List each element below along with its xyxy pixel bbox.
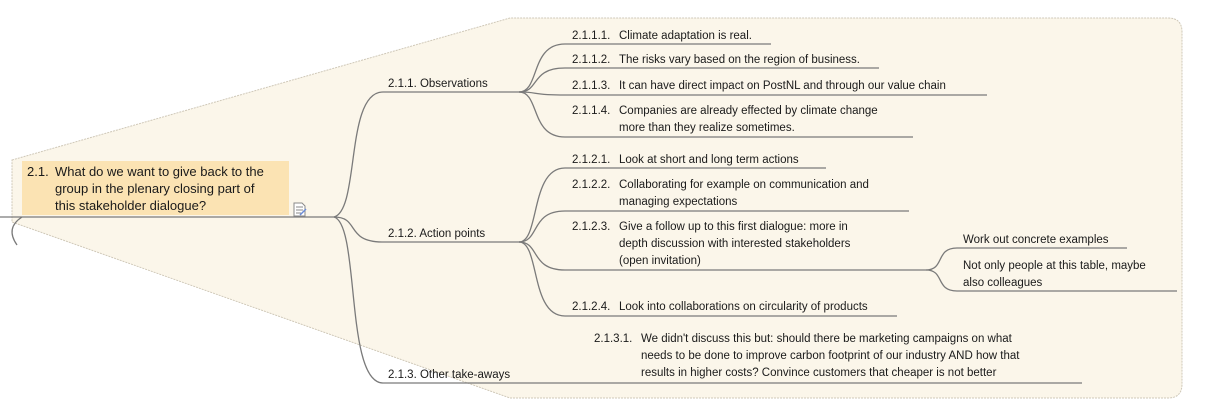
branch-other-take-aways[interactable]: 2.1.3. Other take-aways	[388, 369, 511, 381]
connector-sub-colleagues	[925, 269, 1177, 292]
subleaf-concrete-examples[interactable]: Work out concrete examples	[963, 234, 1109, 246]
root-line-2: group in the plenary closing part of	[55, 181, 255, 196]
leaf-text: It can have direct impact on PostNL and …	[619, 80, 946, 92]
leaf-number: 2.1.2.2.	[572, 179, 611, 191]
leaf-text: Give a follow up to this first dialogue:…	[619, 221, 848, 233]
leaf-number: 2.1.1.4.	[572, 105, 611, 117]
connector-2123	[518, 241, 926, 271]
branch-observations[interactable]: 2.1.1. Observations	[388, 78, 488, 90]
leaf-text: Companies are already effected by climat…	[619, 105, 878, 117]
callout-background	[11, 17, 1183, 399]
connector-root-action-points	[333, 216, 384, 243]
leaf-text: more than they realize sometimes.	[619, 122, 795, 134]
leaf-number: 2.1.2.3.	[572, 221, 611, 233]
root-number: 2.1.	[27, 164, 49, 179]
leaf-text: needs to be done to improve carbon footp…	[641, 350, 1020, 362]
connector-2114	[518, 91, 913, 138]
leaf-text: Look at short and long term actions	[619, 154, 799, 166]
leaf-number: 2.1.3.1.	[594, 333, 633, 345]
branch-action-points[interactable]: 2.1.2. Action points	[388, 228, 486, 240]
connector-sub-examples	[925, 247, 1127, 271]
leaf-text: The risks vary based on the region of bu…	[619, 54, 860, 66]
leaf-number: 2.1.2.1.	[572, 154, 611, 166]
subleaf-text: Not only people at this table, maybe	[963, 260, 1146, 272]
leaf-text: depth discussion with interested stakeho…	[619, 238, 851, 250]
root-topic[interactable]: 2.1. What do we want to give back to the…	[22, 161, 289, 215]
leaf-number: 2.1.1.3.	[572, 80, 611, 92]
connector-2121	[518, 167, 826, 243]
connector-2122	[518, 210, 909, 243]
connector-root-observations	[333, 91, 384, 218]
root-line-3: this stakeholder dialogue?	[55, 198, 207, 213]
connector-2112	[518, 67, 879, 93]
leaf-text: Climate adaptation is real.	[619, 30, 752, 42]
leaf-text: We didn't discuss this but: should there…	[641, 333, 1012, 345]
connector-2111	[518, 43, 771, 93]
note-icon[interactable]	[292, 202, 307, 217]
leaf-text: Look into collaborations on circularity …	[619, 301, 868, 313]
root-line-1: What do we want to give back to the	[55, 164, 264, 179]
leaf-text: Collaborating for example on communicati…	[619, 179, 869, 191]
leaf-number: 2.1.1.2.	[572, 54, 611, 66]
leaf-text: results in higher costs? Convince custom…	[641, 367, 997, 379]
connector-2113	[518, 91, 987, 96]
connector-2124	[518, 241, 897, 317]
leaf-text: (open invitation)	[619, 255, 701, 267]
leaf-number: 2.1.2.4.	[572, 301, 611, 313]
leaf-text: managing expectations	[619, 196, 738, 208]
leaf-number: 2.1.1.1.	[572, 30, 611, 42]
subleaf-text: also colleagues	[963, 277, 1043, 289]
root-incoming-connector	[11, 216, 23, 246]
connector-root-other	[333, 216, 384, 384]
